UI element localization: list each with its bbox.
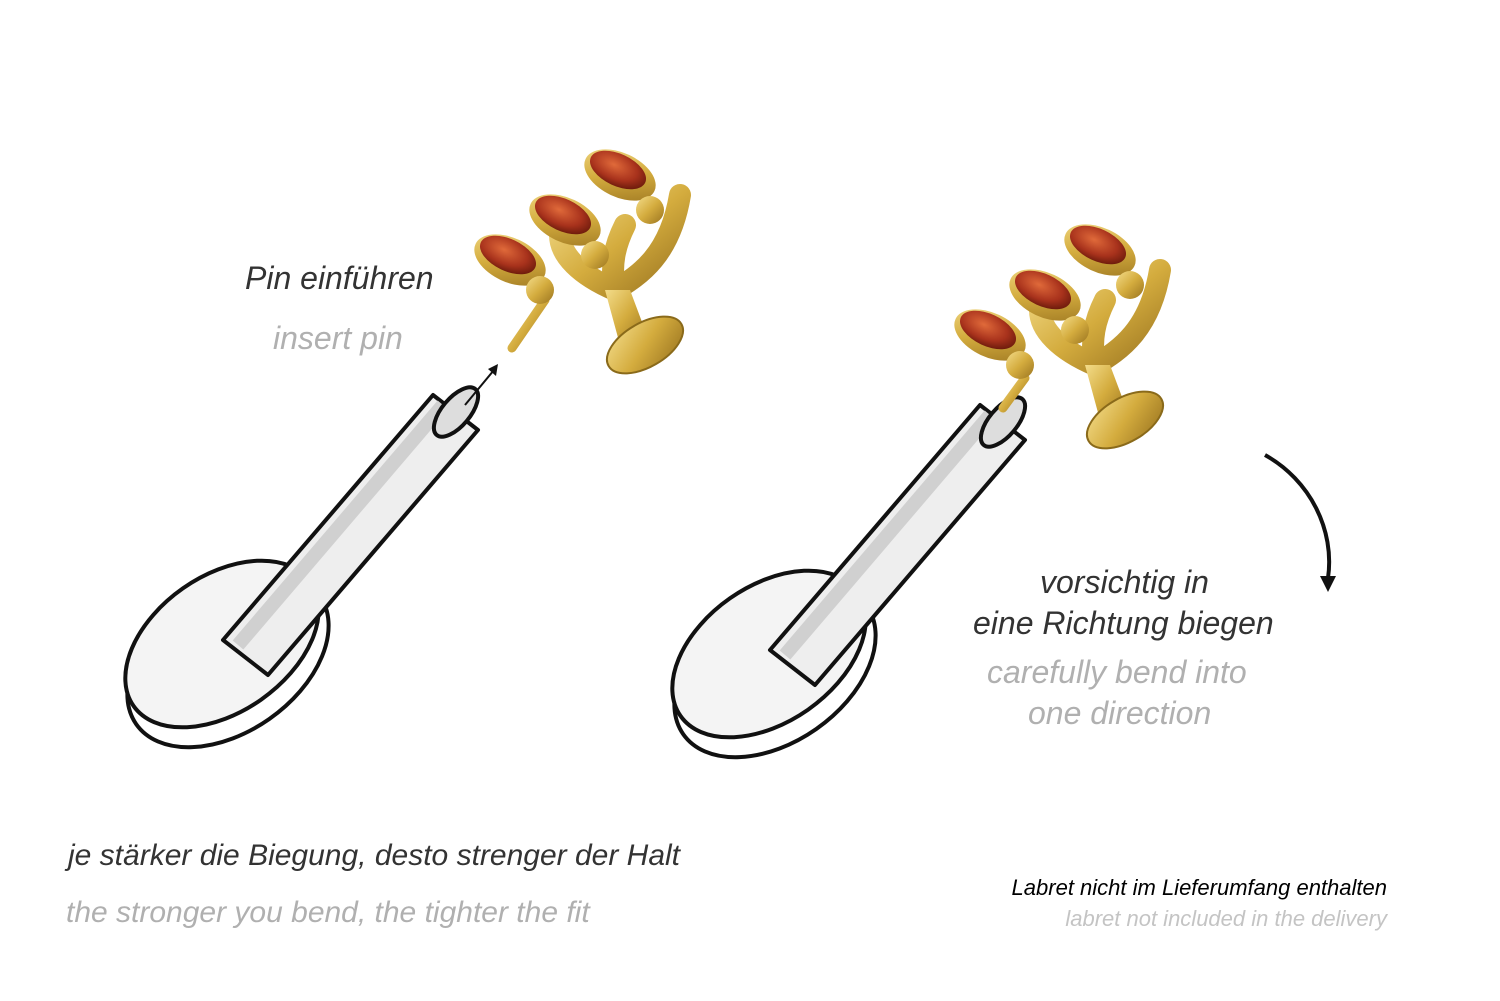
disclaimer-de: Labret nicht im Lieferumfang enthalten <box>1011 875 1387 900</box>
labret-right <box>642 390 1033 793</box>
bend-arrow-icon <box>1264 453 1336 592</box>
step2-label-en-2: one direction <box>1028 695 1212 731</box>
insert-arrow-icon <box>464 364 498 406</box>
jewelry-top-right <box>946 214 1172 460</box>
step1-label-en: insert pin <box>273 320 403 356</box>
labret-left <box>95 380 486 783</box>
note-de: je stärker die Biegung, desto strenger d… <box>68 839 680 872</box>
note-en: the stronger you bend, the tighter the f… <box>66 896 590 929</box>
step2-label-en-1: carefully bend into <box>987 654 1247 690</box>
step1-label-de: Pin einführen <box>245 260 434 296</box>
disclaimer-en: labret not included in the delivery <box>1065 906 1387 931</box>
jewelry-top-left <box>466 139 692 385</box>
step2-label-de-1: vorsichtig in <box>1040 564 1209 600</box>
step2-label-de-2: eine Richtung biegen <box>973 605 1274 641</box>
